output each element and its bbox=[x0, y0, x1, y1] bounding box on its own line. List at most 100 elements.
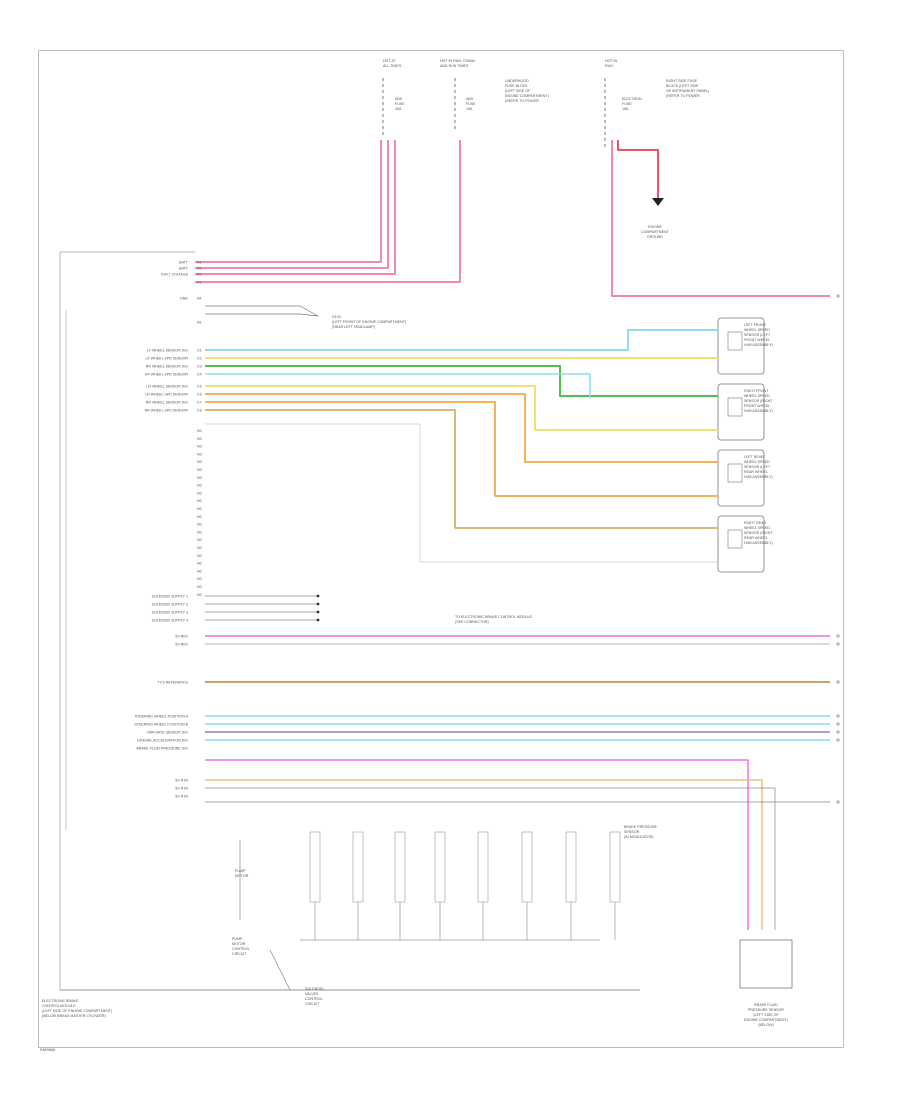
sensor-caption-line: PRESSURE SENSOR bbox=[748, 1008, 784, 1012]
module-pin-label: BATT bbox=[179, 261, 189, 265]
fuse-block-note-line: (LEFT SIDE OF bbox=[505, 89, 531, 93]
solenoid-valves-label-line: VALVES bbox=[305, 992, 319, 996]
module-pin-code: A3 bbox=[197, 281, 201, 285]
unused-pin-code: NC bbox=[197, 468, 203, 472]
wheel-sensor-label-line: WHEEL SPEED bbox=[744, 526, 770, 530]
solenoid-pin-label: SOLENOID SUPPLY 2 bbox=[152, 603, 188, 607]
unused-pin-code: NC bbox=[197, 507, 203, 511]
module-pin-code: C3 bbox=[197, 365, 202, 369]
fuse-block-note-line: RIGHT SIDE FUSE bbox=[666, 79, 698, 83]
unused-pin-code: NC bbox=[197, 476, 203, 480]
top-connector-label-line: HOT IN bbox=[605, 59, 618, 63]
ground-splice-note-line: (NEAR LEFT HEADLAMP) bbox=[332, 325, 375, 329]
wheel-sensor-label-line: RIGHT REAR bbox=[744, 521, 767, 525]
wheel-sensor-label-line: FRONT WHEEL bbox=[744, 404, 770, 408]
sensor-caption-line: ENGINE COMPARTMENT) bbox=[744, 1018, 788, 1022]
module-pin-code: C5 bbox=[197, 385, 202, 389]
module-pin-code: C7 bbox=[197, 401, 202, 405]
lower-pin-label: YAW RATE SENSOR SIG bbox=[147, 731, 189, 735]
sensor-caption-line: (LEFT SIDE OF bbox=[753, 1013, 779, 1017]
solenoid-coil bbox=[309, 831, 321, 903]
ground-splice-note-line: (LEFT FRONT OF ENGINE COMPARTMENT) bbox=[332, 320, 406, 324]
unused-pin-code: NC bbox=[197, 523, 203, 527]
solenoid-valves-label-line: CONTROL bbox=[305, 997, 323, 1001]
fuse-block-note-line: OF INSTRUMENT PANEL) bbox=[666, 89, 709, 93]
module-caption-line: (LEFT SIDE OF ENGINE COMPARTMENT) bbox=[42, 1009, 112, 1013]
unused-pin-code: NC bbox=[197, 569, 203, 573]
lower-pin-label: STEERING WHEEL POSITION A bbox=[135, 715, 189, 719]
brake-pressure-sig-wire bbox=[205, 759, 749, 930]
wheel-sensor-label-line: HUB ASSEMBLY) bbox=[744, 409, 773, 413]
fuse-label-line: FUSE bbox=[466, 102, 476, 106]
wheel-sensor-wire-lr-sig bbox=[205, 385, 718, 431]
wheel-sensor-coil bbox=[727, 463, 743, 483]
solenoid-splice-dot bbox=[316, 610, 320, 614]
module-pin-code: A2 bbox=[197, 267, 201, 271]
wheel-sensor-wire-lf-sig bbox=[205, 329, 718, 351]
solenoid-coil bbox=[394, 831, 406, 903]
wheel-sensor-label-line: WHEEL SPEED bbox=[744, 328, 770, 332]
module-pin-label: RR WHEEL SPD SENSOR bbox=[145, 409, 189, 413]
solenoid-splice-dot bbox=[316, 594, 320, 598]
fuse-block-note-line: BLOCK (LEFT SIDE bbox=[666, 84, 699, 88]
lower-pin-label: TCS REFERENCE bbox=[158, 681, 189, 685]
wheel-sensor-label-line: REAR WHEEL bbox=[744, 536, 768, 540]
ground-note-line: ENGINE bbox=[648, 225, 662, 229]
fuse-label-line: FUSE bbox=[395, 102, 405, 106]
solenoid-coil bbox=[477, 831, 489, 903]
module-pin-label: RR WHEEL SENSOR SIG bbox=[146, 401, 188, 405]
fuse-block-note-line: FUSE BLOCK bbox=[505, 84, 528, 88]
wheel-sensor-box bbox=[717, 449, 765, 507]
module-pin-label: RR WHEEL SENSOR SIG bbox=[146, 365, 188, 369]
power-wire-right bbox=[611, 140, 830, 297]
wheel-sensor-box bbox=[717, 515, 765, 573]
solenoid-pin-label: SOLENOID SUPPLY 4 bbox=[152, 619, 188, 623]
module-pin-label: LR WHEEL SENSOR SIG bbox=[146, 385, 188, 389]
power-wire-ign1 bbox=[195, 140, 461, 283]
top-connector-label-line: HOT AT bbox=[383, 59, 396, 63]
wheel-sensor-coil bbox=[727, 331, 743, 351]
pump-relay-label-line: CIRCUIT bbox=[232, 952, 247, 956]
module-pin-code: B9 bbox=[197, 273, 201, 277]
wheel-sensor-wire-rr-sig bbox=[205, 401, 718, 497]
top-connector-label-line: AND RUN TIMES bbox=[440, 64, 469, 68]
ground-symbol bbox=[652, 198, 664, 206]
right-edge-terminal bbox=[836, 714, 840, 718]
unused-pin-code: NC bbox=[197, 491, 203, 495]
solenoid-coil bbox=[565, 831, 577, 903]
wheel-sensor-label-line: SENSOR (RIGHT bbox=[744, 531, 773, 535]
wheel-sensor-coil bbox=[727, 529, 743, 549]
sensor-caption-line: (BELOW) bbox=[758, 1023, 773, 1027]
wheel-sensor-label-line: FRONT WHEEL bbox=[744, 338, 770, 342]
unused-pin-code: NC bbox=[197, 562, 203, 566]
brake-pressure-ref-wire bbox=[205, 779, 763, 930]
right-edge-terminal bbox=[836, 634, 840, 638]
top-connector-label-line: RUN bbox=[605, 64, 613, 68]
wheel-sensor-label-line: RIGHT FRONT bbox=[744, 389, 769, 393]
module-pin-label: LR WHEEL SPD SENSOR bbox=[145, 393, 188, 397]
wheel-sensor-box bbox=[717, 317, 765, 375]
lower-pin-label: STEERING WHEEL POSITION B bbox=[134, 723, 188, 727]
wheel-sensor-label-line: REAR WHEEL bbox=[744, 470, 768, 474]
top-connector-label-line: ALL TIMES bbox=[383, 64, 402, 68]
unused-pin-code: NC bbox=[197, 585, 203, 589]
ground-feed-wire bbox=[617, 140, 659, 205]
unused-pin-code: NC bbox=[197, 484, 203, 488]
wheel-sensor-wire-rf-spd bbox=[205, 373, 591, 398]
module-pin-code: C1 bbox=[197, 349, 202, 353]
solenoid-pin-label: SOLENOID SUPPLY 1 bbox=[152, 595, 188, 599]
pump-relay-label-line: MOTOR bbox=[232, 942, 246, 946]
lower-pin-label: 5V RTN bbox=[175, 795, 188, 799]
top-connector-label-line: HOT IN RUN, CRANK bbox=[440, 59, 476, 63]
right-edge-terminal bbox=[836, 800, 840, 804]
module-caption-line: ELECTRONIC BRAKE bbox=[42, 999, 79, 1003]
fuse-label-line: ELECTRON bbox=[622, 97, 642, 101]
brake-pressure-note-line: SENSOR bbox=[624, 830, 640, 834]
right-edge-terminal bbox=[836, 680, 840, 684]
pump-relay-label-line: PUMP bbox=[232, 937, 243, 941]
right-edge-terminal bbox=[836, 738, 840, 742]
module-pin-code: C6 bbox=[197, 393, 202, 397]
wheel-sensor-label-line: SENSOR (RIGHT bbox=[744, 399, 773, 403]
wheel-sensor-label-line: SENSOR (LEFT bbox=[744, 465, 771, 469]
